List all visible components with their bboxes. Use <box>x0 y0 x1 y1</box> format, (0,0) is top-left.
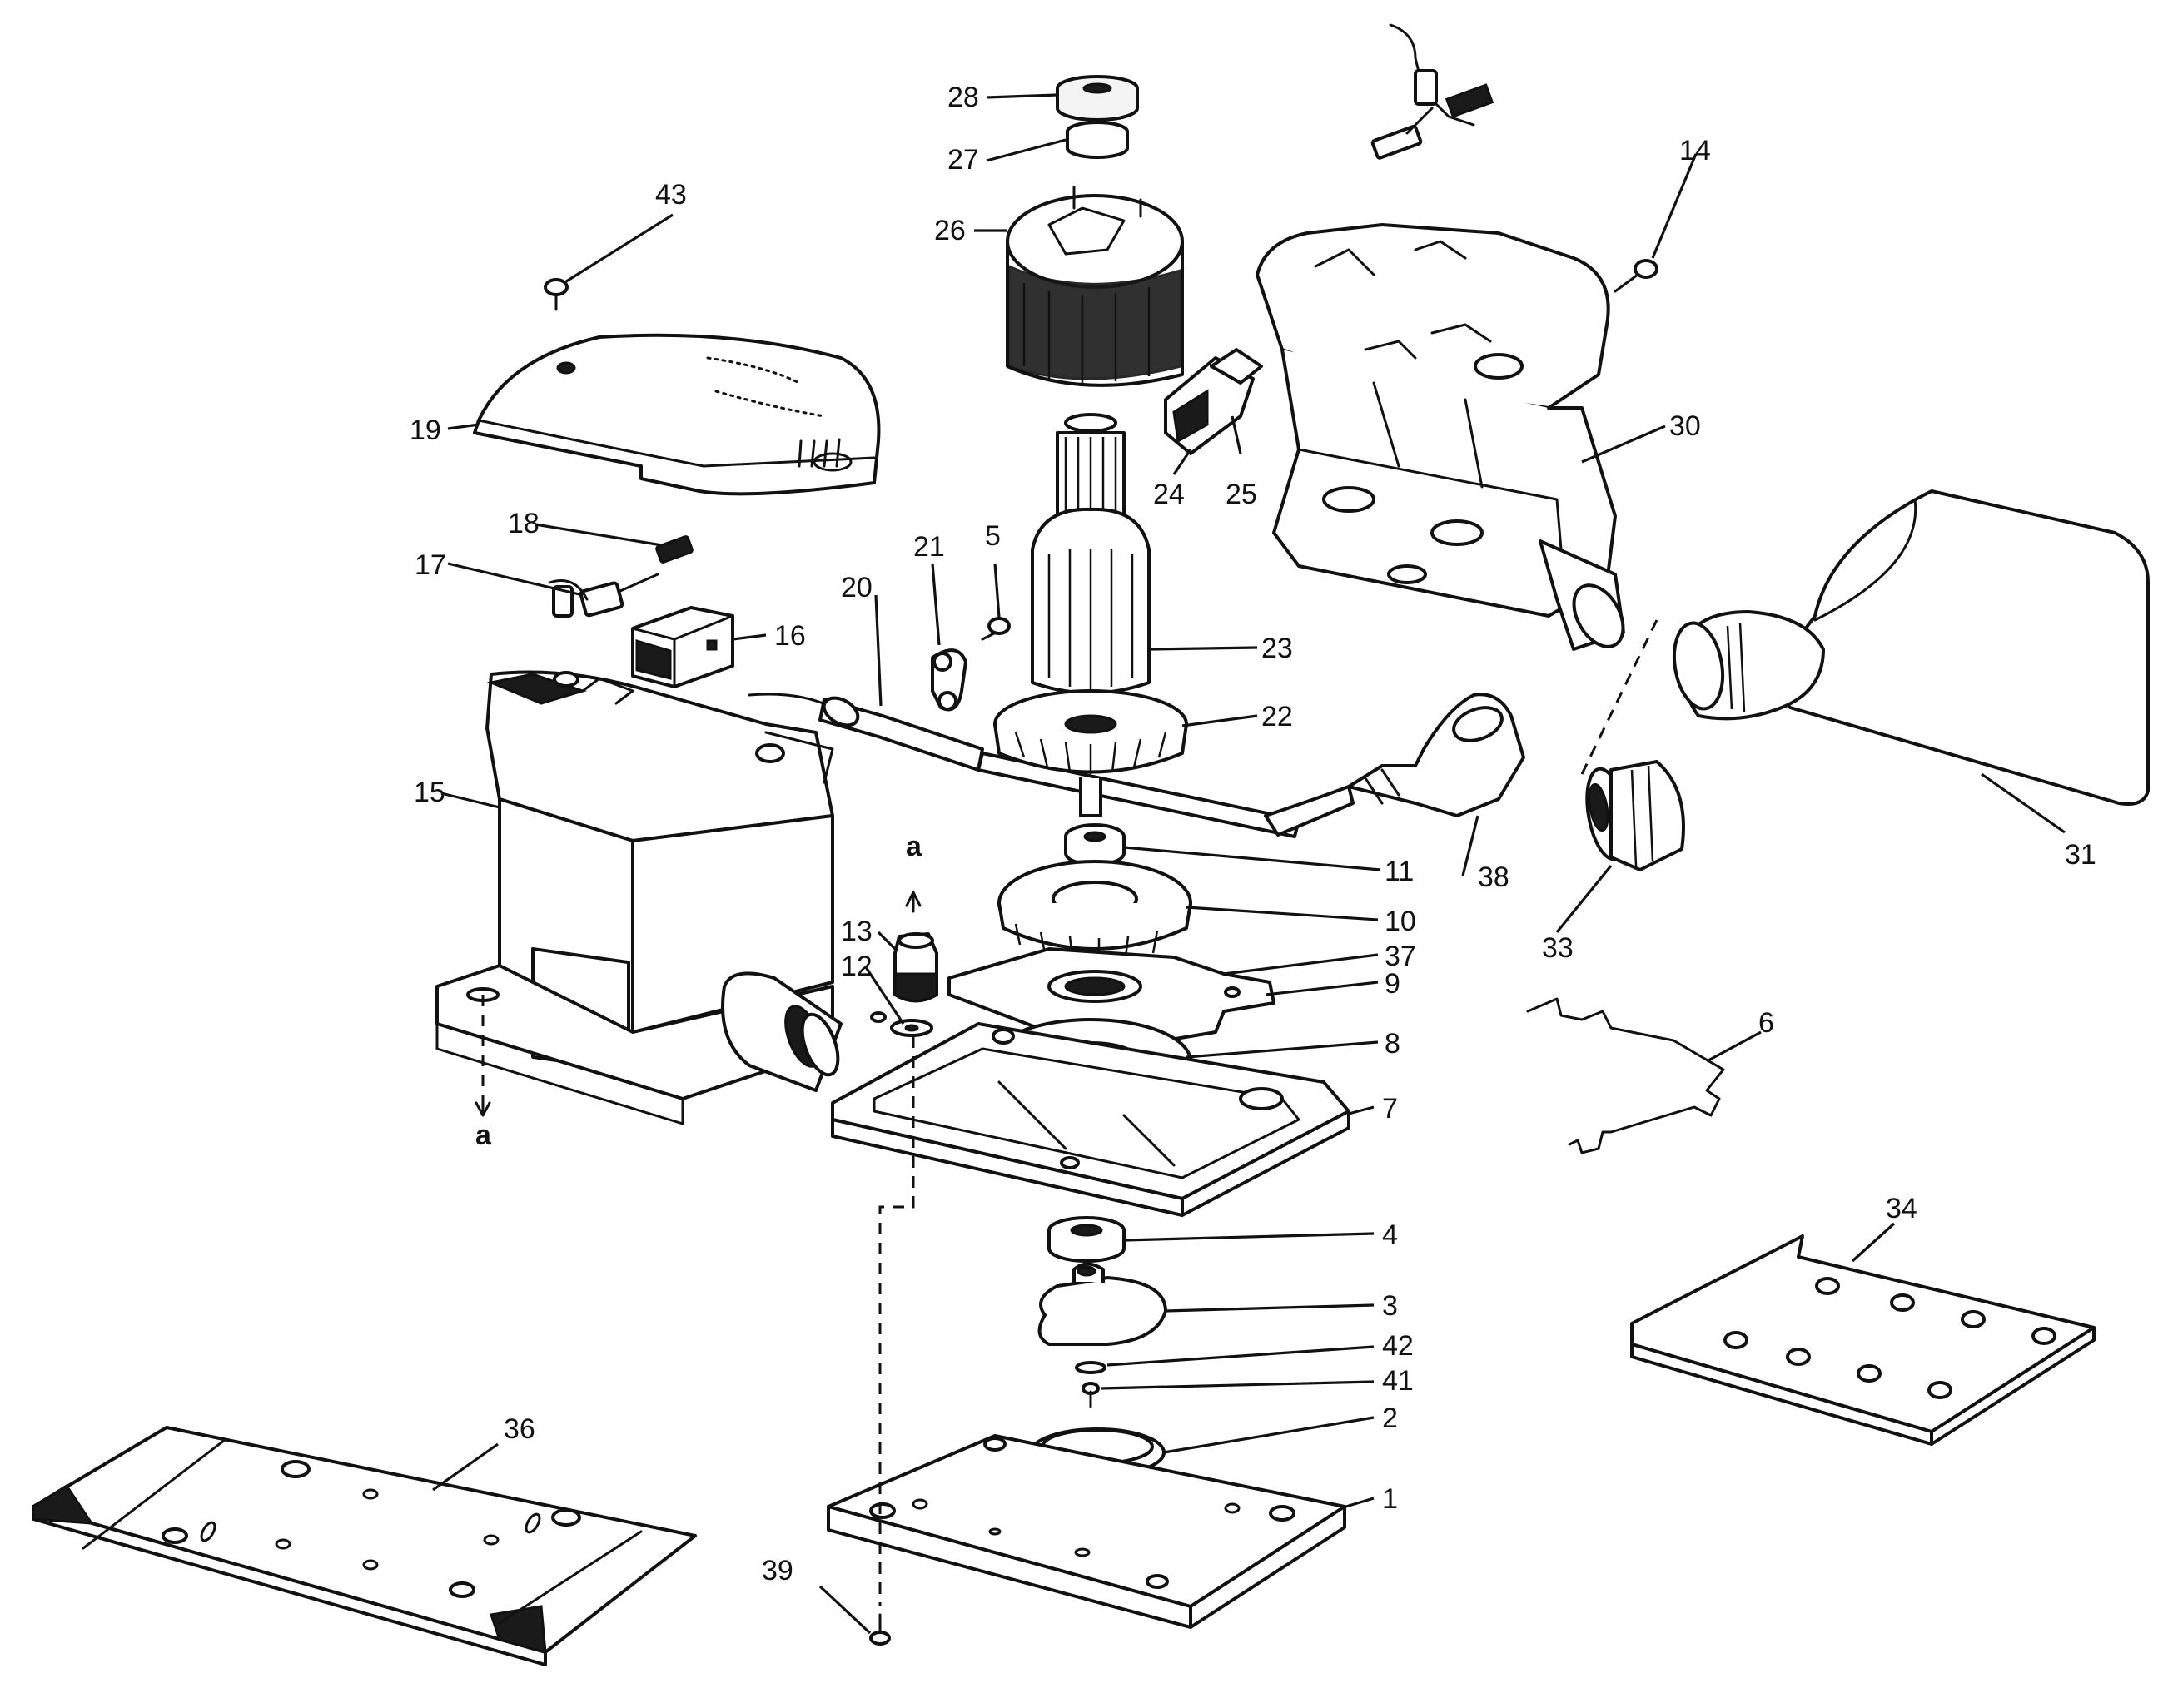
part-9-bearing-plate <box>947 947 1275 1042</box>
part-24-25-switch <box>1164 348 1263 455</box>
callout-30: 30 <box>1669 410 1701 442</box>
part-23-armature <box>1031 413 1151 695</box>
callout-12: 12 <box>841 951 873 982</box>
leader-lines <box>432 93 2066 1635</box>
part-28-felt-ring <box>1056 75 1139 122</box>
callout-23: 23 <box>1261 633 1293 664</box>
part-36-paper-clamp-plate <box>32 1426 697 1666</box>
part-22-fan <box>993 689 1188 817</box>
part-1-sanding-pad <box>827 1434 1346 1629</box>
callout-34: 34 <box>1886 1193 1917 1224</box>
callout-33: 33 <box>1542 932 1574 964</box>
part-7-base-frame <box>831 1022 1350 1217</box>
part-13-rubber-foot <box>893 932 938 1003</box>
part-39-screw <box>869 1613 891 1646</box>
part-12-washer <box>870 1011 933 1037</box>
callout-15: 15 <box>414 777 445 808</box>
callout-39: 39 <box>762 1555 793 1586</box>
callout-37: 37 <box>1385 941 1416 972</box>
callout-26: 26 <box>934 215 966 246</box>
callout-17: 17 <box>415 549 446 581</box>
callout-21: 21 <box>913 531 945 563</box>
callout-43: 43 <box>655 179 687 211</box>
callout-20: 20 <box>841 572 873 603</box>
callout-38: 38 <box>1478 861 1509 893</box>
axis-line-right <box>878 1036 915 1606</box>
part-33-dust-adaptor <box>1585 760 1685 871</box>
callout-24: 24 <box>1153 479 1185 510</box>
callout-25: 25 <box>1226 479 1257 510</box>
callout-41: 41 <box>1382 1365 1414 1397</box>
part-11-bearing <box>1064 823 1126 866</box>
callout-4: 4 <box>1382 1219 1398 1251</box>
part-41-screw <box>1082 1382 1100 1408</box>
part-30-housing-right <box>1256 223 1625 651</box>
part-15-outlet-tube <box>721 971 843 1092</box>
callout-27: 27 <box>947 144 979 176</box>
callout-16: 16 <box>774 620 806 652</box>
bag-connector-dash <box>1580 619 1658 775</box>
part-5-screw <box>981 617 1011 641</box>
part-21-cord-clamp <box>931 648 967 712</box>
callout-8: 8 <box>1385 1028 1400 1060</box>
part-10-gasket <box>997 860 1192 959</box>
part-38-cord-protector <box>1347 693 1525 817</box>
callout-31: 31 <box>2065 839 2096 871</box>
part-31-dust-bag <box>1672 489 2150 806</box>
callout-7: 7 <box>1382 1093 1398 1125</box>
part-43-screw <box>544 278 569 311</box>
part-26-stator <box>1006 186 1184 387</box>
axis-label-a-top: a <box>906 831 922 862</box>
part-6-wire-clip <box>1526 997 1725 1154</box>
callout-labels: 28 27 26 14 43 19 18 17 16 20 21 5 23 22… <box>410 82 2096 1586</box>
callout-3: 3 <box>1382 1290 1398 1322</box>
callout-28: 28 <box>947 82 979 113</box>
part-14-screw <box>1614 259 1658 293</box>
part-brush-lead-top <box>1370 23 1494 160</box>
axis-arrow-right <box>905 891 922 913</box>
callout-10: 10 <box>1385 906 1416 937</box>
callout-22: 22 <box>1261 701 1293 732</box>
callout-18: 18 <box>508 508 540 539</box>
part-27-bearing <box>1066 121 1129 159</box>
callout-6: 6 <box>1758 1007 1774 1039</box>
part-17-18-brush-holder <box>548 535 694 618</box>
part-16-suppressor <box>631 606 734 688</box>
callout-19: 19 <box>410 415 441 446</box>
part-42-washer <box>1075 1361 1106 1374</box>
callout-36: 36 <box>504 1413 535 1445</box>
callout-9: 9 <box>1385 968 1400 1000</box>
callout-13: 13 <box>841 916 873 947</box>
part-19-top-cover <box>473 333 881 496</box>
part-15-housing <box>435 670 834 1125</box>
callout-42: 42 <box>1382 1330 1414 1362</box>
part-4-bearing <box>1047 1216 1126 1263</box>
part-3-counterweight <box>1037 1262 1167 1346</box>
axis-arrow-left <box>475 1097 491 1117</box>
callout-11: 11 <box>1385 856 1414 887</box>
axis-label-a-bottom: a <box>475 1120 492 1151</box>
callout-2: 2 <box>1382 1403 1398 1434</box>
callout-14: 14 <box>1679 135 1711 166</box>
callout-5: 5 <box>985 520 1001 552</box>
part-34-perforated-plate <box>1630 1234 2096 1446</box>
part-20-cord <box>748 693 1355 838</box>
callout-1: 1 <box>1382 1483 1398 1515</box>
